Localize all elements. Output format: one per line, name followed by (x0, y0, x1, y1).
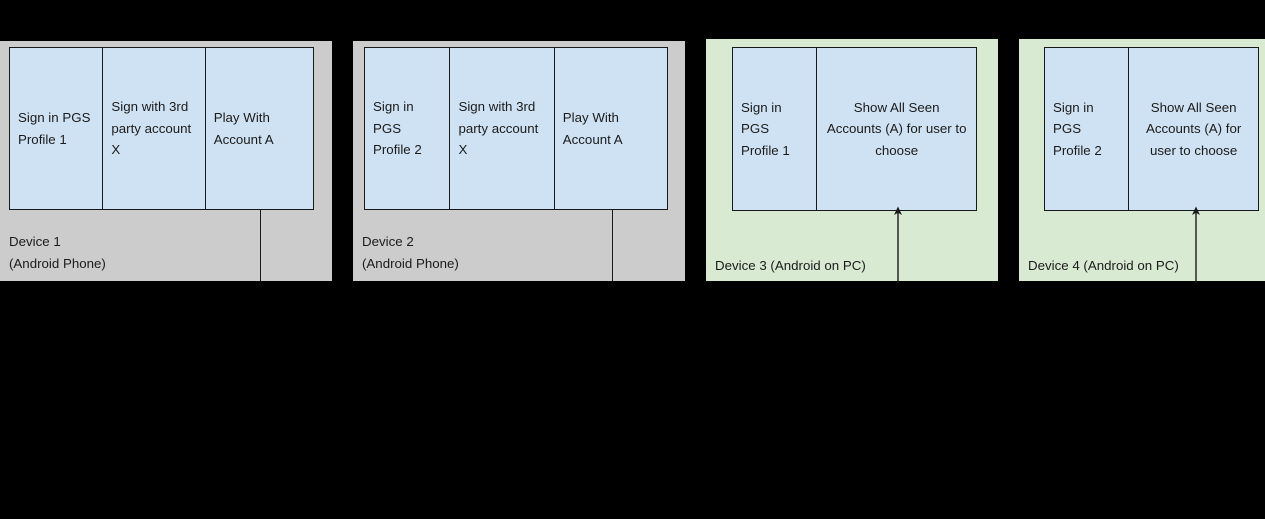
step-label: Sign in PGS Profile 2 (1053, 99, 1102, 158)
step-box-sign-in-profile[interactable]: Sign in PGS Profile 1 (10, 48, 104, 209)
step-box-sign-with-third-party[interactable]: Sign with 3rd party account X (103, 48, 206, 209)
step-box-play-with-account[interactable]: Play With Account A (554, 48, 667, 209)
step-row-device-3: Sign in PGS Profile 1 Show All Seen Acco… (732, 47, 977, 211)
step-label: Sign in PGS Profile 1 (741, 99, 790, 158)
flow-arrow-up-device-3 (889, 205, 907, 283)
step-label: Sign with 3rd party account X (111, 99, 192, 158)
device-caption-device-2: Device 2 (Android Phone) (362, 234, 459, 271)
step-row-device-2: Sign in PGS Profile 2 Sign with 3rd part… (364, 47, 668, 210)
step-box-show-all-seen-accounts[interactable]: Show All Seen Accounts (A) for user to c… (1129, 48, 1258, 210)
step-box-sign-with-third-party[interactable]: Sign with 3rd party account X (450, 48, 555, 209)
device-caption-device-4: Device 4 (Android on PC) (1028, 258, 1179, 273)
panel-inner-divider (612, 210, 614, 281)
device-caption-device-1: Device 1 (Android Phone) (9, 234, 106, 271)
step-row-device-1: Sign in PGS Profile 1 Sign with 3rd part… (9, 47, 314, 210)
step-label: Play With Account A (213, 109, 274, 147)
step-row-device-4: Sign in PGS Profile 2 Show All Seen Acco… (1044, 47, 1259, 211)
step-box-play-with-account[interactable]: Play With Account A (205, 48, 313, 209)
step-label: Sign with 3rd party account X (458, 99, 539, 158)
step-label: Sign in PGS Profile 2 (373, 99, 422, 158)
step-label: Show All Seen Accounts (A) for user to c… (1145, 99, 1242, 158)
step-box-sign-in-profile[interactable]: Sign in PGS Profile 2 (365, 48, 451, 209)
step-box-sign-in-profile[interactable]: Sign in PGS Profile 1 (733, 48, 818, 210)
device-caption-device-3: Device 3 (Android on PC) (715, 258, 866, 273)
step-label: Sign in PGS Profile 1 (18, 109, 91, 147)
flow-arrow-up-device-4 (1187, 205, 1205, 283)
step-label: Show All Seen Accounts (A) for user to c… (826, 99, 967, 158)
step-label: Play With Account A (562, 109, 623, 147)
panel-inner-divider (260, 210, 262, 281)
step-box-sign-in-profile[interactable]: Sign in PGS Profile 2 (1045, 48, 1130, 210)
step-box-show-all-seen-accounts[interactable]: Show All Seen Accounts (A) for user to c… (817, 48, 976, 210)
